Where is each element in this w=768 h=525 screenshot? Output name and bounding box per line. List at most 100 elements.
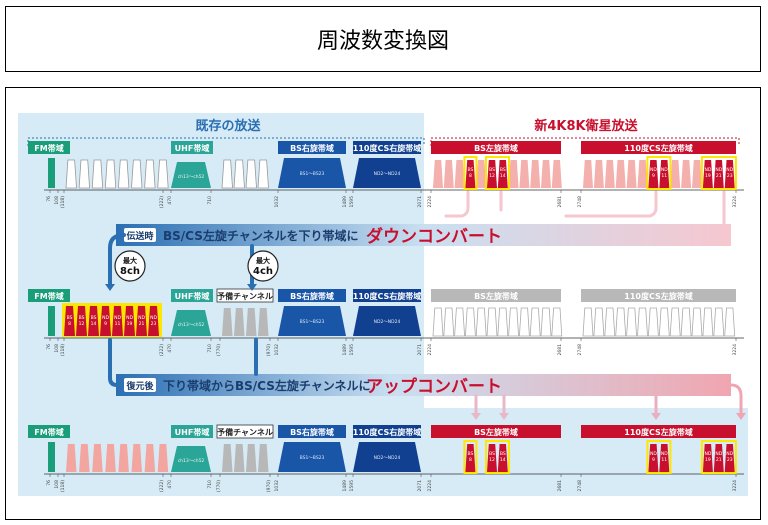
cs-left-empty-pulse [637, 307, 648, 337]
bs-left-label: BS左旋帯域 [474, 427, 518, 437]
freq-label: (770) [216, 344, 222, 356]
restored-pulse [118, 444, 129, 472]
down-channel-num: 8 [68, 321, 71, 327]
reserve-pulse [246, 444, 257, 472]
cs-left-pulse [615, 160, 626, 188]
cs-left-pulse [637, 160, 648, 188]
freq-label: 1032 [274, 480, 280, 492]
restored-pulse [79, 444, 90, 472]
up-pink-cs1-head [651, 413, 661, 420]
bs-left-pulse [476, 160, 487, 188]
bs-left-channel-label: BS [489, 167, 495, 173]
empty-pulse [91, 159, 104, 189]
down-channel-label: ND [150, 315, 157, 321]
freq-label: (970) [266, 480, 272, 492]
bs-right-label: BS右旋帯域 [290, 427, 334, 437]
freq-label: 2681 [557, 344, 563, 356]
down-arrow-fm-head [105, 284, 115, 291]
cs-left-highlight [700, 156, 737, 190]
pink-link-cs [564, 190, 658, 218]
up-pink-bs1-head [471, 413, 481, 420]
down-channel-label: BS [79, 315, 85, 321]
bs-left-label-box [431, 425, 561, 438]
freq-label: 710 [207, 344, 213, 353]
restored-pulse [131, 444, 142, 472]
down-channel-pulse [148, 306, 159, 336]
bs-right-block [278, 306, 346, 336]
cs-left-label: 110度CS左旋帯域 [624, 291, 692, 301]
bs-left-channel-label: BS [500, 451, 506, 457]
transmit-tag-box [124, 228, 156, 242]
bs-right-range: BS1～BS23 [300, 171, 325, 177]
reserve-pulse [234, 308, 245, 336]
cs-left-empty-pulse [582, 307, 594, 337]
reserve-empty-pulse [257, 159, 269, 189]
fm-band-label-box [28, 141, 70, 154]
cs-left-pulse [702, 160, 713, 188]
fm-band-label-box [28, 289, 70, 302]
freq-label: 1595 [349, 344, 355, 356]
max-8ch-top: 最大 [123, 256, 137, 265]
freq-label: 2224 [427, 480, 433, 492]
cs-left-empty-pulse [604, 307, 616, 337]
header-existing: 既存の放送 [195, 118, 261, 134]
restore-tag: 復元後 [125, 380, 154, 392]
down-channel-num: 14 [91, 321, 97, 327]
bs-left-pulse [487, 444, 497, 472]
cs-left-highlight [646, 440, 672, 474]
down-channel-pulse [112, 306, 123, 336]
up-pink-cs-head [736, 413, 746, 420]
uhf-band-label: UHF帯域 [175, 143, 210, 153]
freq-label: 710 [207, 196, 213, 205]
restored-pulse [157, 444, 169, 472]
max-4ch-bottom: 4ch [253, 266, 273, 277]
cs-right-label: 110度CS右旋帯域 [353, 291, 421, 301]
freq-label: 1489 [342, 480, 348, 492]
pink-link-bs [444, 190, 470, 218]
freq-label: (222) [159, 344, 165, 356]
cs-left-pulse [702, 444, 713, 472]
down-channel-label: ND [102, 315, 109, 321]
cs-left-label: 110度CS左旋帯域 [624, 427, 692, 437]
bs-left-empty-pulse [529, 307, 541, 337]
cs-left-highlight [646, 156, 672, 190]
cs-left-channel-label: ND [726, 451, 733, 457]
reserve-empty-pulse [245, 159, 257, 189]
down-channel-num: 12 [79, 321, 85, 327]
reserve-channel-label: 予備チャンネル [217, 427, 273, 437]
cs-left-pulse [681, 160, 692, 188]
cs-left-channel-label: ND [704, 451, 711, 457]
bs-left-highlight [463, 156, 478, 190]
uhf-band-label-box [171, 289, 213, 302]
freq-label: 470 [167, 344, 173, 353]
cs-left-pulse [659, 444, 670, 472]
down-channel-pulse [64, 306, 75, 336]
cs-left-pulse [713, 160, 724, 188]
freq-label: 1489 [342, 344, 348, 356]
cs-left-pulse [670, 160, 681, 188]
upconvert-banner: 復元後 下り帯域からBS/CS左旋チャンネルに アップコンバート [116, 374, 731, 397]
cs-left-channel-num: 19 [705, 173, 711, 179]
freq-label: (970) [266, 344, 272, 356]
cs-left-empty-pulse [724, 307, 736, 337]
bs-left-pulse [454, 160, 465, 188]
transmit-tag: 伝送時 [126, 230, 153, 242]
bs-left-pulse [465, 444, 476, 472]
down-channel-num: 21 [139, 321, 145, 327]
reserve-empty-pulse [233, 159, 245, 189]
freq-label: 1489 [342, 196, 348, 208]
cs-left-channel-num: 19 [705, 457, 711, 463]
empty-pulse [117, 159, 130, 189]
restored-pulse [92, 444, 103, 472]
freq-label: 1595 [349, 480, 355, 492]
freq-label: 2748 [577, 480, 583, 492]
header-new: 新4K8K衛星放送 [534, 118, 638, 134]
bs-left-highlight [485, 156, 510, 190]
transmit-emph: ダウンコンバート [366, 226, 502, 247]
cs-left-label-box [581, 289, 736, 302]
cs-left-channel-num: 23 [727, 173, 733, 179]
bs-right-block [278, 158, 346, 188]
